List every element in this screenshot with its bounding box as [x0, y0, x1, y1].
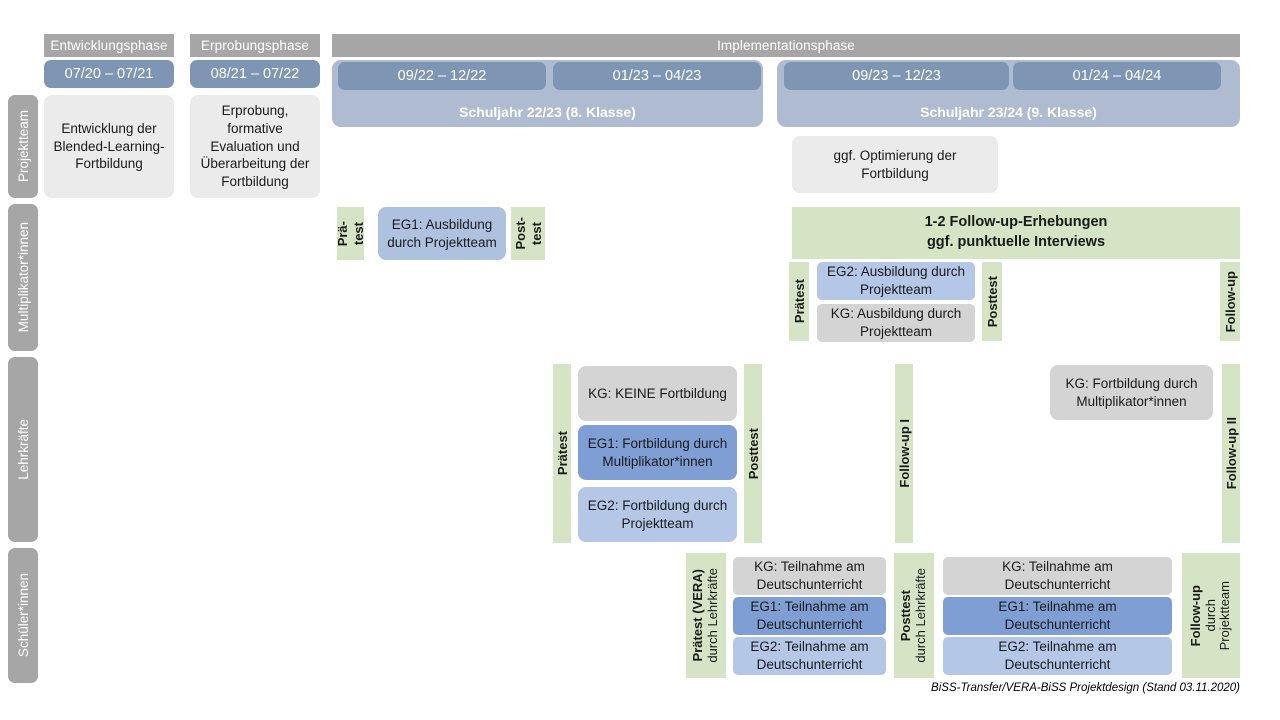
schueler-eg1-box-2: EG1: Teilnahme am Deutschunterricht [943, 597, 1172, 635]
multiplikatoren-followup-strip: Follow-up [1220, 262, 1240, 341]
multiplikatoren-kg-box: KG: Ausbildung durch Projektteam [817, 304, 975, 342]
multiplikatoren-followup-band-line1: 1-2 Follow-up-Erhebungen [924, 214, 1108, 231]
role-label-projektteam: Projektteam [8, 95, 38, 198]
schueler-posttest-sub: durch Lehrkräfte [913, 568, 928, 663]
period-chip-3: 09/22 – 12/22 [338, 62, 546, 90]
lehrkraefte-kg-keine-box: KG: KEINE Fortbildung [578, 366, 737, 421]
role-label-projektteam-text: Projektteam [15, 110, 31, 183]
period-chip-2: 08/21 – 07/22 [190, 60, 320, 88]
lehrkraefte-posttest-strip: Posttest [744, 364, 762, 543]
schueler-praetest-bold: Prätest (VERA) [690, 569, 706, 662]
multiplikatoren-eg2-box: EG2: Ausbildung durch Projektteam [817, 262, 975, 300]
period-chip-6: 01/24 – 04/24 [1013, 62, 1221, 90]
schueler-followup-strip: Follow-up durch Projektteam [1182, 553, 1240, 678]
multiplikatoren-followup-band-line2: ggf. punktuelle Interviews [926, 234, 1106, 250]
role-label-multiplikatorinnen: Multiplikator*innen [8, 204, 38, 351]
role-label-lehrkraefte: Lehrkräfte [8, 357, 38, 542]
multiplikatoren-praetest-line1: Prä- [335, 220, 350, 247]
period-chip-1: 07/20 – 07/21 [44, 60, 174, 88]
role-label-multiplikatorinnen-text: Multiplikator*innen [15, 222, 31, 333]
period-chip-4: 01/23 – 04/23 [553, 62, 761, 90]
schueler-followup-sub2: Projektteam [1217, 580, 1233, 651]
schueler-followup-bold: Follow-up [1187, 584, 1203, 647]
multiplikatoren-posttest2-strip: Posttest [982, 262, 1002, 341]
projektteam-erprobung-box: Erprobung, formative Evaluation und Über… [190, 95, 320, 198]
schueler-posttest-bold: Posttest [898, 589, 914, 642]
lehrkraefte-praetest-strip: Prätest [553, 364, 571, 543]
multiplikatoren-posttest-line2: test [528, 221, 544, 246]
phase-header-erprobungsphase: Erprobungsphase [190, 34, 320, 57]
role-label-schuelerinnen-text: Schüler*innen [15, 573, 31, 658]
schueler-eg1-box-1: EG1: Teilnahme am Deutschunterricht [733, 597, 886, 635]
lehrkraefte-praetest-text: Prätest [554, 431, 570, 476]
school-year-label-1: Schuljahr 22/23 (8. Klasse) [459, 104, 636, 120]
figure-footer: BiSS-Transfer/VERA-BiSS Projektdesign (S… [931, 682, 1240, 694]
projektteam-entwicklung-box: Entwicklung der Blended-Learning-Fortbil… [44, 95, 174, 198]
lehrkraefte-eg1-box: EG1: Fortbildung durch Multiplikator*inn… [578, 425, 737, 480]
lehrkraefte-followup1-text: Follow-up I [896, 419, 912, 488]
multiplikatoren-eg1-box: EG1: Ausbildung durch Projektteam [378, 207, 506, 260]
lehrkraefte-posttest-text: Posttest [745, 427, 761, 480]
multiplikatoren-followup-text: Follow-up [1222, 270, 1238, 333]
schueler-kg-box-2: KG: Teilnahme am Deutschunterricht [943, 557, 1172, 595]
lehrkraefte-followup2-strip: Follow-up II [1222, 364, 1240, 543]
role-label-lehrkraefte-text: Lehrkräfte [15, 419, 31, 480]
multiplikatoren-praetest2-strip: Prätest [789, 262, 809, 341]
schueler-praetest-sub: durch Lehrkräfte [705, 568, 720, 663]
projektteam-optimierung-box: ggf. Optimierung der Fortbildung [792, 136, 998, 193]
multiplikatoren-posttest2-text: Posttest [984, 275, 1000, 328]
lehrkraefte-eg2-box: EG2: Fortbildung durch Projektteam [578, 487, 737, 542]
multiplikatoren-praetest-line2: test [351, 221, 366, 246]
schueler-praetest-strip: Prätest (VERA) durch Lehrkräfte [686, 553, 726, 678]
multiplikatoren-praetest-strip: Prä- test [335, 207, 366, 260]
role-label-schuelerinnen: Schüler*innen [8, 548, 38, 683]
schueler-eg2-box-1: EG2: Teilnahme am Deutschunterricht [733, 637, 886, 675]
multiplikatoren-followup-band: 1-2 Follow-up-Erhebungen ggf. punktuelle… [792, 207, 1240, 259]
phase-header-implementationsphase: Implementationsphase [332, 34, 1240, 57]
schueler-posttest-strip: Posttest durch Lehrkräfte [894, 553, 934, 678]
lehrkraefte-followup2-text: Follow-up II [1223, 417, 1239, 490]
lehrkraefte-followup1-strip: Follow-up I [895, 364, 913, 543]
schueler-kg-box-1: KG: Teilnahme am Deutschunterricht [733, 557, 886, 595]
multiplikatoren-posttest-line1: Post- [512, 217, 528, 250]
school-year-label-2: Schuljahr 23/24 (9. Klasse) [920, 104, 1097, 120]
phase-header-entwicklungsphase: Entwicklungsphase [44, 34, 174, 57]
lehrkraefte-kg-fortbildung-box: KG: Fortbildung durch Multiplikator*inne… [1050, 365, 1213, 420]
period-chip-5: 09/23 – 12/23 [784, 62, 1009, 90]
multiplikatoren-posttest-strip: Post- test [511, 207, 545, 260]
multiplikatoren-praetest2-text: Prätest [791, 279, 807, 324]
schueler-eg2-box-2: EG2: Teilnahme am Deutschunterricht [943, 637, 1172, 675]
